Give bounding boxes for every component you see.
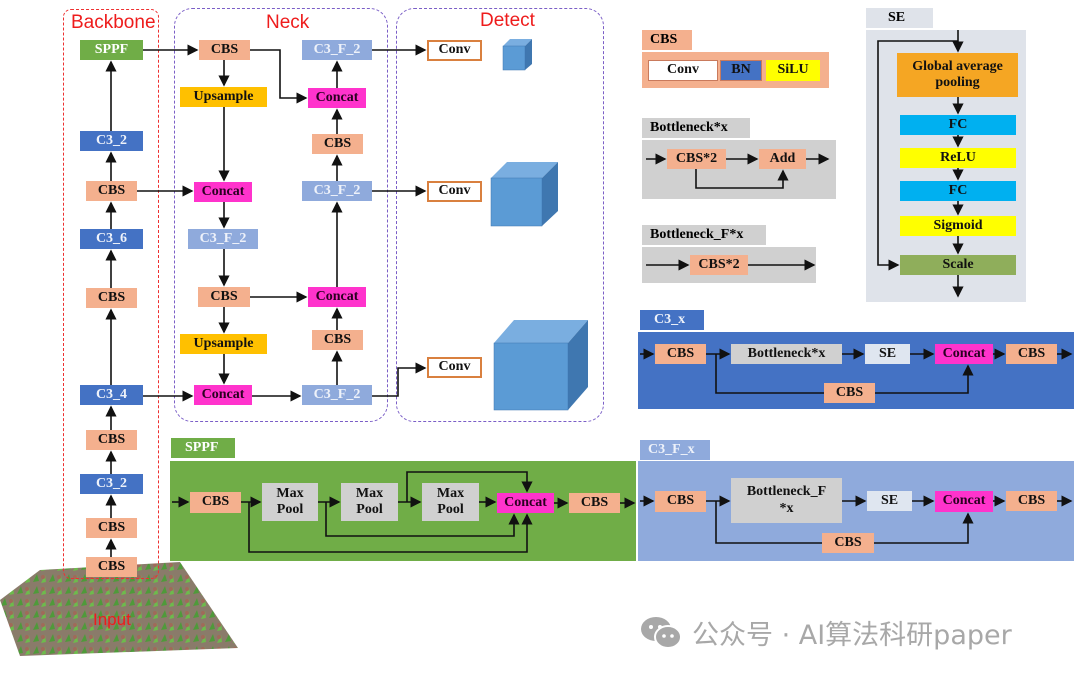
neck-concat-1[interactable]: Concat [194,182,252,202]
neck-title: Neck [266,12,310,33]
cube-large-icon [493,320,588,411]
neck-cbs-r2[interactable]: CBS [312,330,363,350]
watermark-text: 公众号 · AI算法科研paper [692,620,1012,651]
c3x-title: C3_x [640,310,704,330]
neck-cbs-top[interactable]: CBS [199,40,250,60]
sppf-cbs-in: CBS [190,492,241,513]
c3x-cbs-out: CBS [1006,344,1057,364]
neck-c3f-out-3[interactable]: C3_F_2 [302,385,372,405]
c3fx-se: SE [867,491,912,511]
input-label: Input [93,610,131,629]
bottleneck-title: Bottleneck*x [642,118,750,138]
sppf-maxpool-3: Max Pool [422,483,479,521]
sppf-concat: Concat [497,493,554,513]
cbs-legend-silu: SiLU [766,60,820,81]
watermark: 公众号 · AI算法科研paper [640,613,1012,652]
backbone-c3-2-top[interactable]: C3_2 [80,131,143,151]
se-fc-1: FC [900,115,1016,135]
neck-upsample-2[interactable]: Upsample [180,334,267,354]
cbs-legend-title: CBS [642,30,692,50]
c3x-se: SE [865,344,910,364]
c3fx-cbs-skip: CBS [822,533,874,553]
detect-conv-2[interactable]: Conv [427,181,482,202]
c3fx-cbs-out: CBS [1006,491,1057,511]
cbs-legend-conv: Conv [648,60,718,81]
neck-c3f-out-1[interactable]: C3_F_2 [302,40,372,60]
backbone-cbs-first[interactable]: CBS [86,557,137,577]
c3x-bottleneck: Bottleneck*x [731,344,842,364]
c3fx-title: C3_F_x [640,440,710,460]
backbone-c3-4[interactable]: C3_4 [80,385,143,405]
c3x-cbs-skip: CBS [824,383,875,403]
c3x-concat: Concat [935,344,993,364]
neck-cbs-mid[interactable]: CBS [198,287,250,307]
neck-c3f-out-2[interactable]: C3_F_2 [302,181,372,201]
neck-concat-r1[interactable]: Concat [308,88,366,108]
backbone-cbs[interactable]: CBS [86,181,137,201]
input-image [0,562,238,656]
c3fx-concat: Concat [935,491,993,512]
neck-cbs-r1[interactable]: CBS [312,134,363,154]
detect-title: Detect [480,10,535,31]
bottleneck-cbs2: CBS*2 [667,149,726,169]
backbone-sppf[interactable]: SPPF [80,40,143,60]
cbs-legend-bn: BN [720,60,762,81]
sppf-maxpool-1: Max Pool [262,483,318,521]
sppf-maxpool-2: Max Pool [341,483,398,521]
detect-conv-3[interactable]: Conv [427,357,482,378]
sppf-title: SPPF [171,438,235,458]
backbone-title: Backbone [71,12,156,33]
backbone-cbs[interactable]: CBS [86,518,137,538]
backbone-cbs[interactable]: CBS [86,430,137,450]
bottleneck-add: Add [759,149,806,169]
bottleneck-f-cbs2: CBS*2 [690,255,748,275]
neck-concat-2[interactable]: Concat [194,385,252,405]
se-title: SE [866,8,933,28]
se-sigmoid: Sigmoid [900,216,1016,236]
c3fx-bottleneck-f: Bottleneck_F *x [731,478,842,523]
se-fc-2: FC [900,181,1016,201]
backbone-frame [63,9,159,579]
se-scale: Scale [900,255,1016,275]
se-global-average-pooling: Global average pooling [897,53,1018,97]
backbone-c3-2-bottom[interactable]: C3_2 [80,474,143,494]
neck-frame [174,8,388,422]
sppf-cbs-out: CBS [569,493,620,513]
detect-frame [396,8,604,422]
detect-conv-1[interactable]: Conv [427,40,482,61]
se-relu: ReLU [900,148,1016,168]
neck-upsample-1[interactable]: Upsample [180,87,267,107]
backbone-cbs[interactable]: CBS [86,288,137,308]
bottleneck-f-title: Bottleneck_F*x [642,225,766,245]
neck-concat-r2[interactable]: Concat [308,287,366,307]
neck-c3f-a[interactable]: C3_F_2 [188,229,258,249]
c3x-cbs-in: CBS [655,344,706,364]
c3fx-cbs-in: CBS [655,491,706,512]
wechat-icon [641,616,682,649]
cube-medium-icon [490,162,558,227]
backbone-c3-6[interactable]: C3_6 [80,229,143,249]
cube-small-icon [502,39,532,71]
